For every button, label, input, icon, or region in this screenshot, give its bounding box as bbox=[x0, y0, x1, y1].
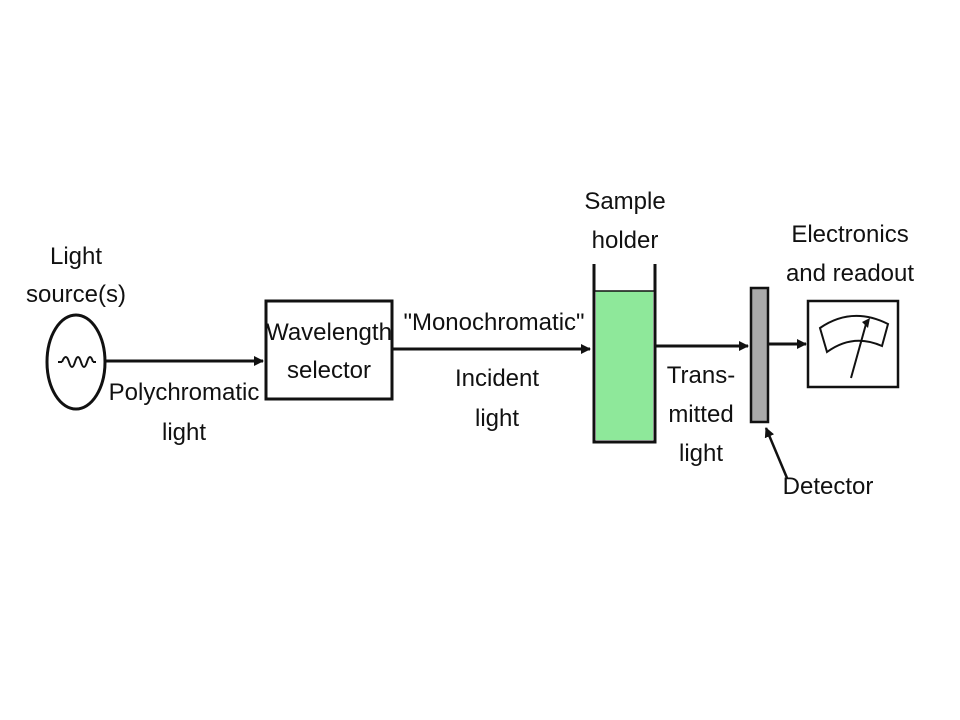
wavelength-selector: Wavelength selector bbox=[264, 299, 394, 401]
cuvette-outline bbox=[592, 264, 657, 444]
polychromatic-label-line1: Polychromatic bbox=[109, 379, 260, 406]
sample-holder-label-line1: Sample bbox=[584, 188, 665, 215]
readout: Electronics and readout bbox=[786, 221, 914, 389]
wavelength-selector-label-line1: Wavelength bbox=[266, 319, 392, 346]
incident-label-line1: Incident bbox=[455, 365, 539, 392]
readout-label-line1: Electronics bbox=[791, 221, 908, 248]
light-source-label-line2: source(s) bbox=[26, 281, 126, 308]
polychromatic-label-line2: light bbox=[162, 419, 206, 446]
polychromatic-beam: Polychromatic light bbox=[105, 356, 264, 446]
sample-holder-label-line2: holder bbox=[592, 227, 659, 254]
coiled-filament-bulb-icon bbox=[45, 313, 107, 411]
monochromatic-quote-label: "Monochromatic" bbox=[403, 309, 584, 336]
transmitted-label-line1: Trans- bbox=[667, 362, 735, 389]
detector-pointer-arrow bbox=[764, 427, 789, 479]
detector-plate bbox=[749, 286, 770, 424]
sample-liquid bbox=[596, 291, 653, 440]
transmitted-label-line2: mitted bbox=[668, 401, 733, 428]
readout-label-line2: and readout bbox=[786, 260, 914, 287]
detector-label: Detector bbox=[783, 473, 874, 500]
transmitted-label-line3: light bbox=[679, 440, 723, 467]
light-source-label-line1: Light bbox=[50, 243, 102, 270]
monochromatic-beam: "Monochromatic" Incident light bbox=[392, 309, 591, 432]
sample-holder: Sample holder bbox=[584, 188, 666, 444]
detector: Detector bbox=[749, 286, 874, 500]
light-source: Light source(s) bbox=[26, 243, 126, 411]
incident-label-line2: light bbox=[475, 405, 519, 432]
transmitted-beam: Trans- mitted light bbox=[655, 341, 749, 467]
wavelength-selector-label-line2: selector bbox=[287, 357, 371, 384]
analog-meter-icon bbox=[818, 314, 890, 379]
